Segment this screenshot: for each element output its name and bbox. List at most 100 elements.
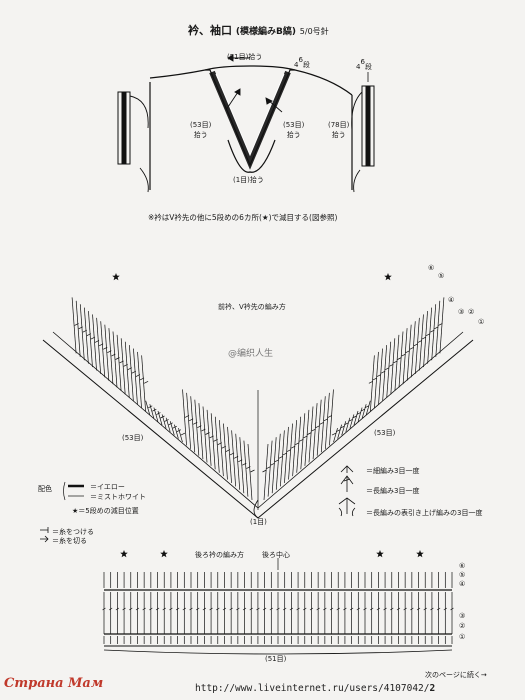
stitch-post — [275, 433, 281, 490]
stitch-bar — [225, 449, 231, 452]
left-sleeve-cuff — [117, 91, 149, 193]
stitch-post — [431, 304, 437, 361]
star-mark — [416, 550, 424, 558]
label-dan-r: 段 — [364, 63, 372, 71]
stitch-post — [100, 321, 106, 378]
label-53-left: (53目) 拾う — [190, 120, 211, 140]
stitch-bar — [340, 425, 345, 429]
stitch-bar — [168, 422, 173, 426]
stitch-post — [374, 351, 379, 408]
stitch-bar — [115, 357, 120, 360]
stitch-post — [112, 331, 118, 388]
star-mark — [384, 273, 392, 281]
stitch-bar — [396, 607, 401, 611]
stitch-post — [292, 420, 297, 477]
front-collar-chart — [42, 273, 474, 519]
stitch-bar — [309, 607, 314, 611]
back-row-label-5: ⑤ — [459, 571, 466, 579]
stitch-bar — [82, 329, 87, 333]
stitch-bar — [299, 439, 304, 442]
stitch-post — [194, 399, 200, 456]
stitch-bar — [286, 449, 292, 452]
stitch-post — [378, 348, 383, 405]
stitch-bar — [405, 350, 410, 353]
back-center-label: 後ろ中心 — [262, 551, 290, 559]
stitch-post — [361, 404, 367, 419]
stitch-post — [116, 334, 122, 391]
back-row-label-1: ① — [459, 633, 466, 641]
stitch-post — [325, 392, 330, 449]
stitch-post — [357, 407, 363, 422]
stitch-bar — [242, 462, 247, 466]
stitch-bar — [184, 415, 190, 418]
stitch-bar — [86, 333, 92, 336]
star-mark — [112, 273, 120, 281]
right-sleeve-cuff — [351, 72, 375, 193]
stitch-bar — [246, 466, 251, 469]
stitch-post — [382, 345, 387, 402]
front-count-right: (53目) — [374, 429, 396, 437]
stitch-post — [124, 341, 130, 398]
stitch-bar — [193, 421, 198, 425]
stitch-bar — [236, 607, 240, 611]
color-legend-label: 配色 — [38, 485, 52, 493]
stitch-bar — [389, 364, 394, 367]
stitch-post — [84, 307, 89, 364]
front-row-label-6: ⑥ — [428, 264, 435, 272]
stitch-bar — [343, 607, 347, 611]
stitch-post — [129, 345, 134, 402]
stitch-bar — [197, 425, 202, 428]
stitch-post — [304, 409, 310, 466]
stitch-bar — [282, 452, 288, 456]
stitch-bar — [363, 607, 367, 611]
label-4: 4 — [294, 61, 299, 69]
stitch-post — [296, 416, 302, 473]
star-mark — [160, 550, 168, 558]
stitch-bar — [155, 607, 160, 611]
legend-yellow: ＝イエロー — [90, 483, 125, 491]
label-53-right-b: 拾う — [286, 131, 301, 139]
stitch-post — [223, 423, 228, 480]
v-chart-stitches — [42, 297, 474, 519]
stitch-bar — [269, 607, 274, 611]
stitch-post — [243, 440, 249, 497]
stitch-bar — [335, 429, 341, 432]
legend-dc3tog: ＝長編み3目一度 — [366, 487, 420, 495]
stitch-bar — [129, 607, 133, 611]
label-4-6-rows: 46段 — [294, 56, 310, 70]
stitch-bar — [103, 346, 108, 350]
stitch-bar — [182, 607, 187, 611]
stitch-bar — [209, 607, 213, 611]
stitch-bar — [222, 607, 227, 611]
stitch-post — [227, 426, 232, 483]
stitch-bar — [262, 607, 267, 611]
stitch-post — [427, 307, 432, 364]
band-inner — [257, 331, 464, 509]
back-chart-stitches — [102, 558, 454, 655]
stitch-bar — [327, 415, 333, 418]
stitch-post — [394, 334, 400, 391]
stitch-post — [190, 396, 196, 453]
stitch-post — [206, 409, 212, 466]
back-row-label-2: ② — [459, 622, 466, 630]
legend-sc3tog: ＝細編み3目一度 — [366, 467, 420, 475]
stitch-bar — [385, 367, 390, 371]
stitch-post — [349, 414, 355, 429]
page-title: 衿、袖口 (模様編みB縞) 5/0号針 — [188, 22, 329, 38]
stitch-bar — [209, 435, 214, 439]
stitch-bar — [416, 607, 421, 611]
stitch-post — [104, 324, 110, 381]
stitch-bar — [195, 607, 200, 611]
stitch-bar — [417, 340, 423, 343]
back-row-label-3: ③ — [459, 612, 466, 620]
stitch-bar — [242, 607, 247, 611]
stitch-post — [370, 355, 375, 412]
stitch-bar — [122, 607, 126, 611]
stitch-bar — [397, 357, 402, 360]
label-4-6-rows-right: 46段 — [356, 58, 372, 72]
stitch-bar — [423, 607, 427, 611]
stitch-post — [231, 430, 236, 487]
stitch-post — [353, 410, 359, 426]
legend-attach: ＝糸をつける — [52, 528, 94, 536]
stitch-bar — [233, 456, 239, 459]
